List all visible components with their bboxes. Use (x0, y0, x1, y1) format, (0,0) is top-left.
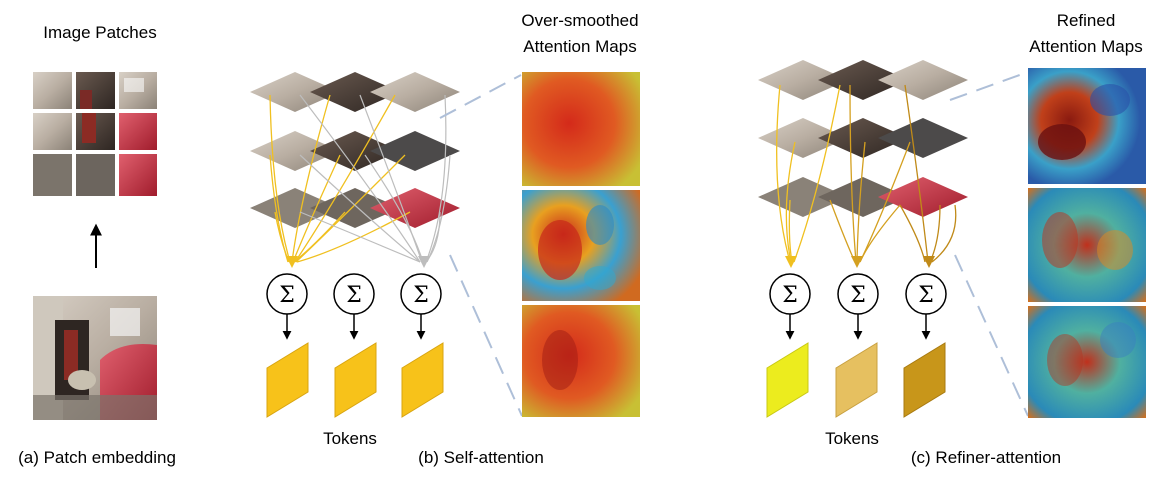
image-patches-title: Image Patches (43, 23, 156, 42)
attention-maps-b (522, 72, 640, 417)
diamond-patches-c (758, 60, 968, 217)
maps-title-c-line2: Attention Maps (1029, 37, 1142, 56)
maps-title-b-line1: Over-smoothed (521, 11, 638, 30)
heatmap (522, 72, 640, 186)
sum-nodes-c: Σ Σ Σ (769, 273, 947, 340)
maps-title-b-line2: Attention Maps (523, 37, 636, 56)
panel-b: Σ Σ Σ Tokens (b) Self-attention Over-smo… (250, 11, 640, 467)
svg-text:Σ: Σ (413, 283, 429, 308)
tokens-b (266, 342, 444, 418)
tokens-label-c: Tokens (825, 429, 879, 448)
heatmap (1028, 68, 1146, 184)
panel-c: Σ Σ Σ Tokens (c) Refiner-attention Refin… (758, 11, 1146, 467)
tokens-c (766, 342, 946, 418)
caption-b: (b) Self-attention (418, 448, 544, 467)
connector-line (949, 71, 1029, 101)
connector-line (954, 254, 1029, 417)
svg-text:Σ: Σ (279, 283, 295, 308)
patch-grid (33, 72, 157, 196)
svg-text:Σ: Σ (850, 283, 866, 308)
panel-a: Image Patches (18, 23, 176, 467)
caption-a: (a) Patch embedding (18, 448, 176, 467)
attention-arrows-c (776, 84, 957, 268)
svg-text:Σ: Σ (346, 283, 362, 308)
heatmap (1028, 306, 1146, 418)
attention-maps-c (1028, 68, 1146, 418)
tokens-label-b: Tokens (323, 429, 377, 448)
heatmap (522, 305, 640, 417)
svg-text:Σ: Σ (782, 283, 798, 308)
source-image (33, 296, 157, 420)
sum-nodes-b: Σ Σ Σ (266, 273, 442, 340)
diamond-patches-b (250, 72, 460, 228)
svg-text:Σ: Σ (918, 283, 934, 308)
connector-line (449, 254, 523, 417)
connector-line (439, 74, 522, 119)
maps-title-c-line1: Refined (1057, 11, 1116, 30)
caption-c: (c) Refiner-attention (911, 448, 1061, 467)
attention-arrows-b (269, 94, 451, 268)
